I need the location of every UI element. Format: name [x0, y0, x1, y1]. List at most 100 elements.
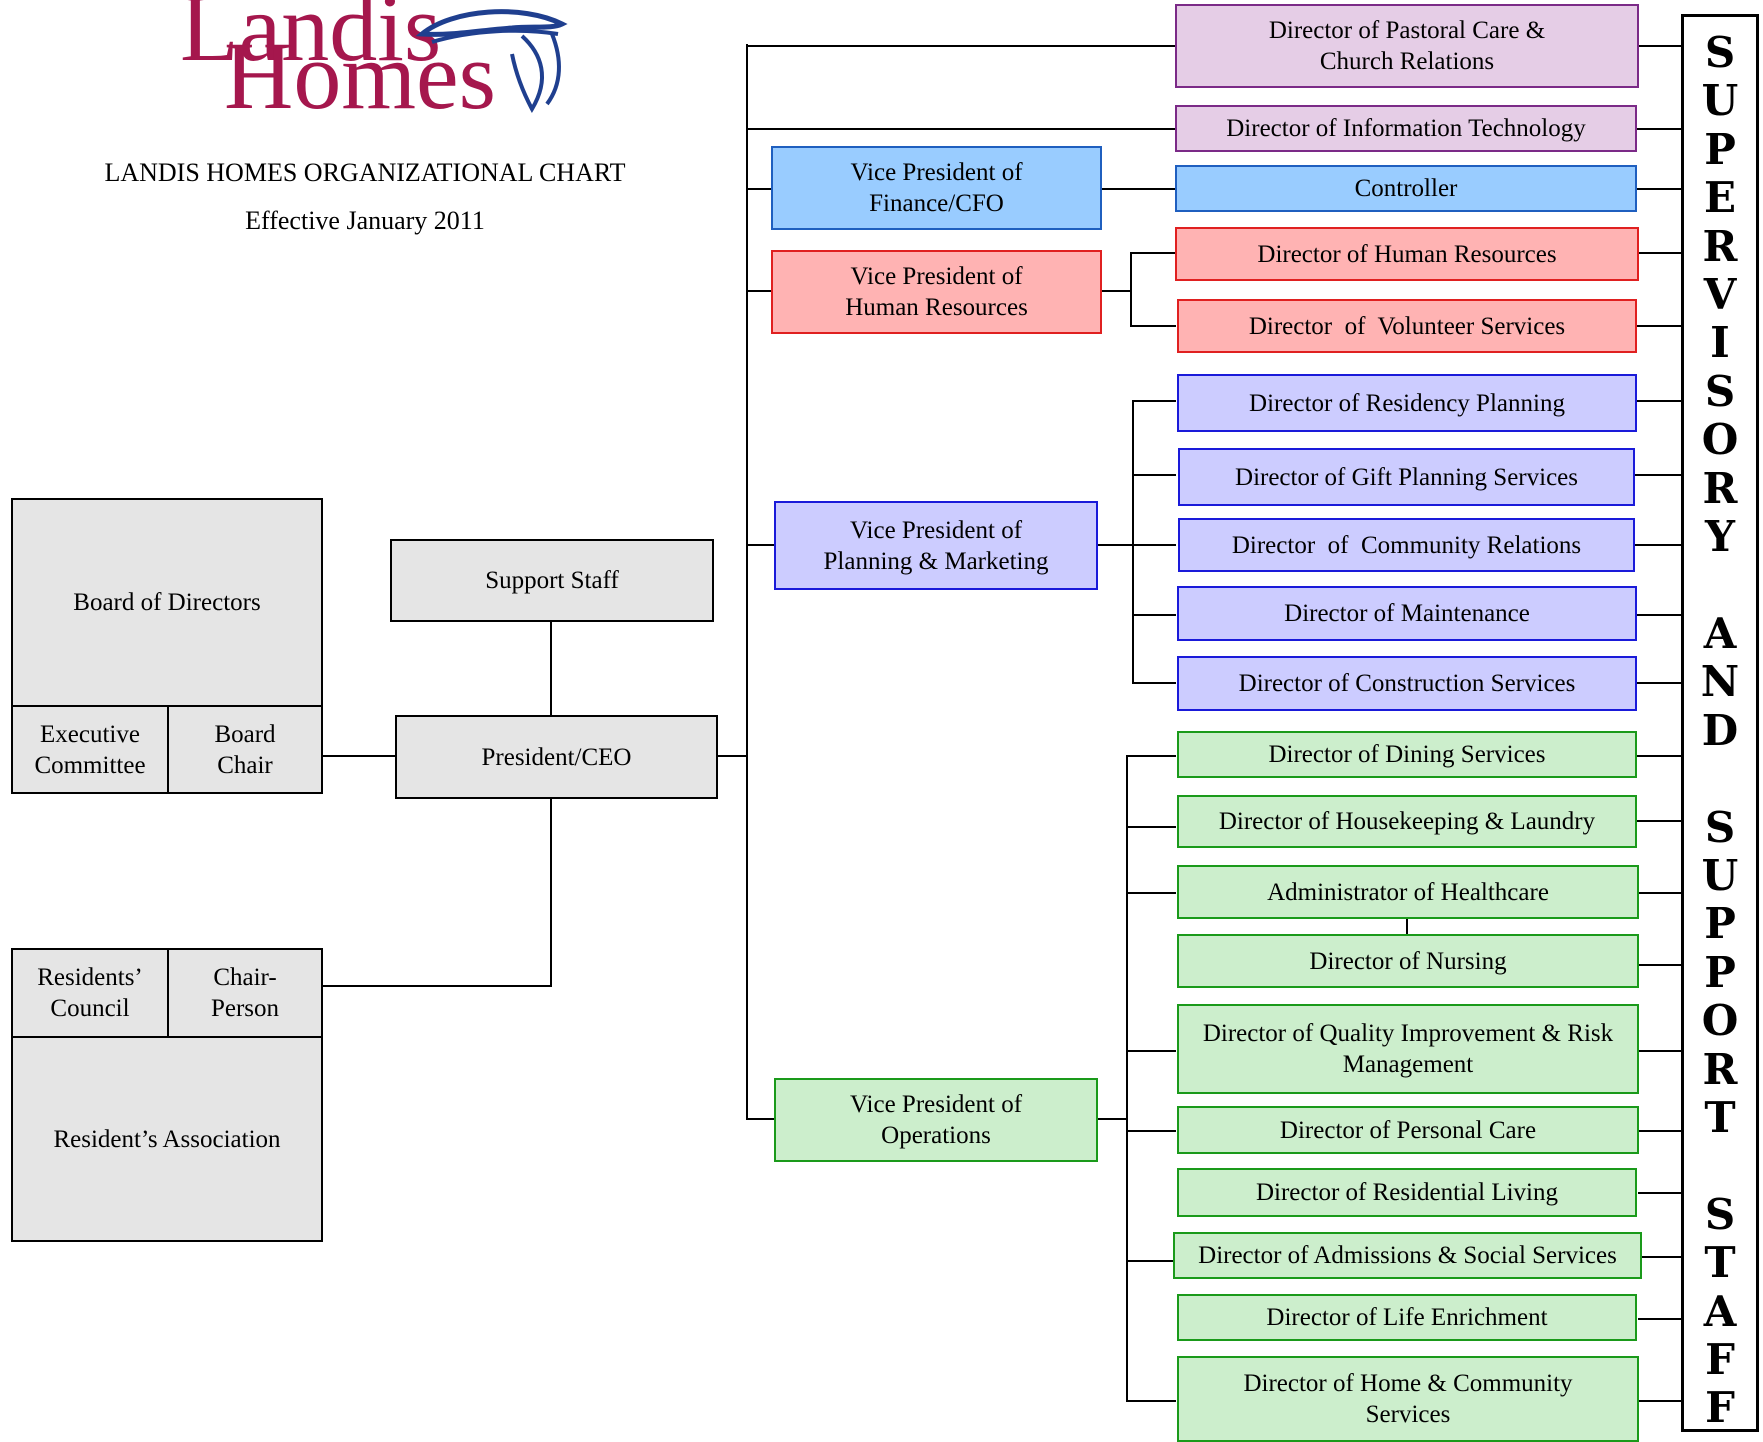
director-quality-box: Director of Quality Improvement & Risk M…: [1177, 1004, 1639, 1094]
connector-line: [1126, 826, 1176, 828]
landis-homes-logo: Landis Homes: [180, 0, 580, 140]
connector-line: [1638, 892, 1682, 894]
connector-line: [1132, 682, 1176, 684]
connector-line: [1638, 252, 1682, 254]
vp-operations-box: Vice President of Operations: [774, 1078, 1098, 1162]
director-community-relations-label: Director of Community Relations: [1231, 531, 1582, 559]
vp-hr-box: Vice President of Human Resources: [771, 250, 1102, 334]
connector-line: [1126, 1260, 1174, 1262]
residents-association-box: Resident’s Association: [11, 1036, 323, 1242]
president-ceo-box: President/CEO: [395, 715, 718, 799]
director-community-relations-box: Director of Community Relations: [1178, 518, 1635, 572]
connector-line: [322, 755, 396, 757]
director-residential-label: Director of Residential Living: [1255, 1179, 1558, 1206]
controller-label: Controller: [1354, 175, 1458, 202]
director-human-resources-label: Director of Human Resources: [1257, 240, 1557, 268]
connector-line: [1100, 188, 1176, 190]
connector-line: [746, 544, 774, 546]
connector-line: [1638, 45, 1682, 47]
vp-operations-label: Vice President of Operations: [849, 1091, 1023, 1149]
board-of-directors-box: Board of Directors: [11, 498, 323, 707]
support-staff-box: Support Staff: [390, 539, 714, 622]
connector-line: [1132, 544, 1176, 546]
director-construction-label: Director of Construction Services: [1238, 670, 1576, 697]
connector-line: [1636, 682, 1682, 684]
president-ceo-label: President/CEO: [481, 743, 632, 771]
board-of-directors-label: Board of Directors: [73, 589, 261, 616]
shawl-icon: [415, 9, 568, 114]
executive-committee-label: Executive Committee: [34, 720, 146, 779]
connector-line: [1406, 918, 1408, 936]
connector-line: [1638, 1050, 1682, 1052]
connector-line: [746, 128, 1176, 130]
director-home-community-box: Director of Home & Community Services: [1177, 1356, 1639, 1442]
board-chair-box: Board Chair: [167, 705, 323, 794]
chart-subtitle: Effective January 2011: [245, 206, 485, 235]
connector-line: [1126, 755, 1176, 757]
connector-line: [746, 290, 772, 292]
vp-finance-box: Vice President of Finance/CFO: [771, 146, 1102, 230]
connector-line: [1096, 544, 1134, 546]
director-it-label: Director of Information Technology: [1226, 115, 1586, 142]
connector-line: [1642, 1256, 1682, 1258]
residents-association-label: Resident’s Association: [53, 1125, 281, 1153]
director-housekeeping-box: Director of Housekeeping & Laundry: [1177, 795, 1637, 848]
chart-title: LANDIS HOMES ORGANIZATIONAL CHART: [104, 158, 626, 187]
connector-line: [1636, 128, 1682, 130]
director-nursing-box: Director of Nursing: [1177, 934, 1639, 988]
connector-line: [746, 45, 1176, 47]
director-it-box: Director of Information Technology: [1175, 105, 1637, 152]
connector-line: [550, 620, 552, 716]
director-gift-box: Director of Gift Planning Services: [1178, 448, 1635, 506]
administrator-healthcare-label: Administrator of Healthcare: [1267, 878, 1549, 906]
logo-text-homes: Homes: [224, 22, 496, 129]
residents-council-label: Residents’ Council: [37, 964, 143, 1022]
director-construction-box: Director of Construction Services: [1177, 656, 1637, 711]
connector-line: [1126, 892, 1176, 894]
director-residency-label: Director of Residency Planning: [1249, 389, 1565, 417]
connector-line: [746, 44, 748, 1120]
administrator-healthcare-box: Administrator of Healthcare: [1177, 865, 1639, 919]
connector-line: [716, 755, 748, 757]
supervisory-support-staff-sidebar: S U P E R V I S O R Y A N D S U P P O R …: [1681, 14, 1759, 1432]
vp-planning-box: Vice President of Planning & Marketing: [774, 501, 1098, 590]
director-home-community-label: Director of Home & Community Services: [1243, 1370, 1573, 1428]
director-human-resources-box: Director of Human Resources: [1175, 227, 1639, 281]
director-gift-label: Director of Gift Planning Services: [1235, 463, 1578, 491]
connector-line: [1638, 1130, 1682, 1132]
connector-line: [1638, 1192, 1682, 1194]
vp-hr-label: Vice President of Human Resources: [845, 263, 1028, 321]
connector-line: [1126, 755, 1128, 1401]
board-chair-label: Board Chair: [214, 720, 276, 779]
director-housekeeping-label: Director of Housekeeping & Laundry: [1218, 808, 1596, 835]
connector-line: [1636, 820, 1682, 822]
director-residential-box: Director of Residential Living: [1177, 1168, 1637, 1217]
chair-person-label: Chair- Person: [210, 964, 280, 1022]
connector-line: [1130, 252, 1132, 326]
vp-finance-label: Vice President of Finance/CFO: [850, 159, 1023, 217]
connector-line: [550, 798, 552, 986]
director-pastoral-care-label: Director of Pastoral Care & Church Relat…: [1268, 17, 1546, 75]
connector-line: [1096, 1118, 1128, 1120]
connector-line: [1636, 400, 1682, 402]
vp-planning-label: Vice President of Planning & Marketing: [823, 516, 1049, 575]
connector-line: [746, 188, 772, 190]
connector-line: [1126, 1130, 1176, 1132]
director-maintenance-box: Director of Maintenance: [1177, 586, 1637, 641]
director-maintenance-label: Director of Maintenance: [1284, 600, 1530, 627]
connector-line: [1100, 290, 1132, 292]
director-residency-box: Director of Residency Planning: [1177, 374, 1637, 432]
director-dining-label: Director of Dining Services: [1268, 741, 1546, 768]
director-life-enrichment-label: Director of Life Enrichment: [1266, 1304, 1548, 1331]
connector-line: [1636, 614, 1682, 616]
director-life-enrichment-box: Director of Life Enrichment: [1177, 1294, 1637, 1341]
director-personal-care-label: Director of Personal Care: [1279, 1116, 1537, 1144]
supervisory-support-staff-label: S U P E R V I S O R Y A N D S U P P O R …: [1700, 28, 1740, 1433]
connector-line: [1132, 474, 1176, 476]
director-nursing-label: Director of Nursing: [1309, 947, 1507, 975]
director-admissions-label: Director of Admissions & Social Services: [1198, 1242, 1617, 1269]
controller-box: Controller: [1175, 165, 1637, 212]
connector-line: [1636, 755, 1682, 757]
director-dining-box: Director of Dining Services: [1177, 731, 1637, 778]
director-pastoral-care-box: Director of Pastoral Care & Church Relat…: [1175, 4, 1639, 88]
